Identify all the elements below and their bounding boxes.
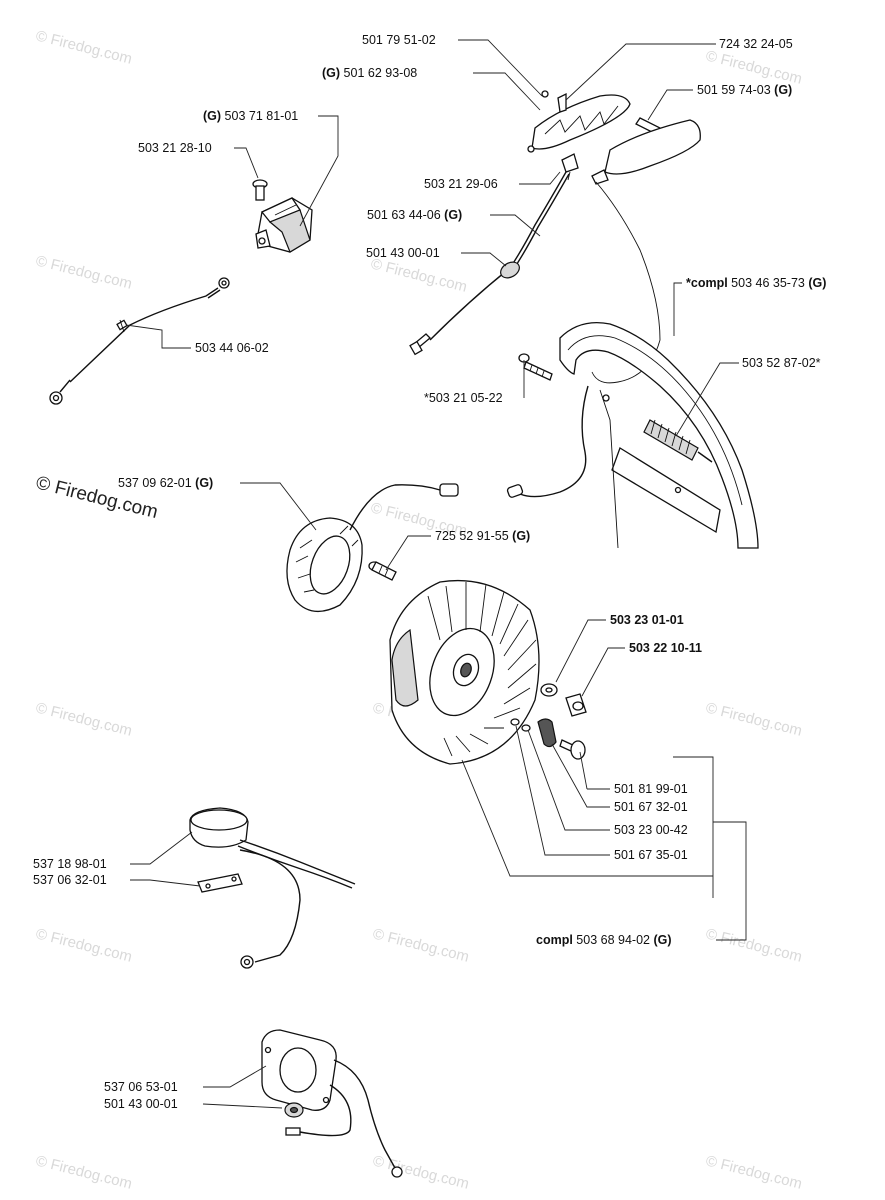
watermark-text: © Firedog.com xyxy=(369,255,469,295)
label-part-number: 501 63 44-06 xyxy=(367,208,441,222)
label-g-marker: (G) xyxy=(653,933,671,947)
label-503-23-01-01: 503 23 01-01 xyxy=(610,613,684,627)
label-724-32-24-05: 724 32 24-05 xyxy=(719,37,793,51)
label-503-21-29-06: 503 21 29-06 xyxy=(424,177,498,191)
label-g-marker: (G) xyxy=(808,276,826,290)
label-503-71-81-01: (G) 503 71 81-01 xyxy=(203,109,298,123)
label-503-21-28-10: 503 21 28-10 xyxy=(138,141,212,155)
label-503-22-10-11: 503 22 10-11 xyxy=(629,641,702,655)
part-labels: 501 79 51-02 724 32 24-05 (G) 501 62 93-… xyxy=(33,33,826,1111)
label-501-79-51-02: 501 79 51-02 xyxy=(362,33,436,47)
cable-loop-drawing xyxy=(591,181,661,384)
label-503-68-94-02: compl 503 68 94-02 (G) xyxy=(536,933,672,947)
cover-plate-drawing xyxy=(527,90,701,185)
label-g-marker: (G) xyxy=(512,529,530,543)
watermark-text: © Firedog.com xyxy=(704,1152,804,1192)
label-compl-marker: compl xyxy=(536,933,573,947)
label-503-46-35-73: *compl 503 46 35-73 (G) xyxy=(686,276,826,290)
label-part-number: 503 68 94-02 xyxy=(576,933,650,947)
label-501-67-35-01: 501 67 35-01 xyxy=(614,848,688,862)
label-part-number: 501 62 93-08 xyxy=(344,66,418,80)
watermark-text: © Firedog.com xyxy=(34,252,134,292)
watermark-text: © Firedog.com xyxy=(34,1152,134,1192)
watermark-text: © Firedog.com xyxy=(704,699,804,739)
ground-wire-drawing xyxy=(49,277,230,405)
label-501-43-00-01: 501 43 00-01 xyxy=(366,246,440,260)
label-g-marker: (G) xyxy=(203,109,221,123)
label-g-marker: (G) xyxy=(195,476,213,490)
leader-lines xyxy=(125,39,747,1109)
label-501-43-00-01-b: 501 43 00-01 xyxy=(104,1097,178,1111)
label-part-number: 725 52 91-55 xyxy=(435,529,509,543)
label-501-67-32-01: 501 67 32-01 xyxy=(614,800,688,814)
label-g-marker: (G) xyxy=(322,66,340,80)
label-537-18-98-01: 537 18 98-01 xyxy=(33,857,107,871)
ignition-coil-drawing xyxy=(286,483,459,612)
watermark-text: © Firedog.com xyxy=(371,1152,471,1192)
watermark-text: © Firedog.com xyxy=(34,699,134,739)
label-501-81-99-01: 501 81 99-01 xyxy=(614,782,688,796)
watermark-text: © Firedog.com xyxy=(34,925,134,965)
flywheel-drawing xyxy=(389,579,540,765)
ignition-module-bottom-drawing xyxy=(261,1029,403,1178)
label-537-06-53-01: 537 06 53-01 xyxy=(104,1080,178,1094)
ignition-module-drawing xyxy=(252,179,313,253)
label-g-marker: (G) xyxy=(774,83,792,97)
label-part-number: 503 71 81-01 xyxy=(225,109,299,123)
watermark-text: © Firedog.com xyxy=(704,47,804,87)
screw-725-drawing xyxy=(368,561,397,581)
watermark-text: © Firedog.com xyxy=(704,925,804,965)
label-501-63-44-06: 501 63 44-06 (G) xyxy=(367,208,462,222)
label-501-62-93-08: (G) 501 62 93-08 xyxy=(322,66,417,80)
label-503-21-05-22: *503 21 05-22 xyxy=(424,391,503,405)
label-g-marker: (G) xyxy=(444,208,462,222)
label-part-number: 537 09 62-01 xyxy=(118,476,192,490)
label-compl-marker: *compl xyxy=(686,276,728,290)
handle-bar-drawing xyxy=(506,321,759,549)
screw-drawing xyxy=(518,353,553,381)
label-part-number: 501 59 74-03 xyxy=(697,83,771,97)
label-537-06-32-01: 537 06 32-01 xyxy=(33,873,107,887)
label-503-52-87-02: 503 52 87-02* xyxy=(742,356,821,370)
watermark-text: © Firedog.com xyxy=(371,925,471,965)
label-537-09-62-01: 537 09 62-01 (G) xyxy=(118,476,213,490)
ignition-module-537-drawing xyxy=(189,807,356,969)
label-501-59-74-03: 501 59 74-03 (G) xyxy=(697,83,792,97)
label-part-number: 503 46 35-73 xyxy=(731,276,805,290)
spring-drawing xyxy=(643,419,713,463)
label-503-44-06-02: 503 44 06-02 xyxy=(195,341,269,355)
ignition-cable-drawing xyxy=(409,171,570,356)
watermark-text: © Firedog.com xyxy=(34,27,134,67)
starter-parts-drawing xyxy=(510,683,587,760)
label-503-23-00-42: 503 23 00-42 xyxy=(614,823,688,837)
label-725-52-91-55: 725 52 91-55 (G) xyxy=(435,529,530,543)
